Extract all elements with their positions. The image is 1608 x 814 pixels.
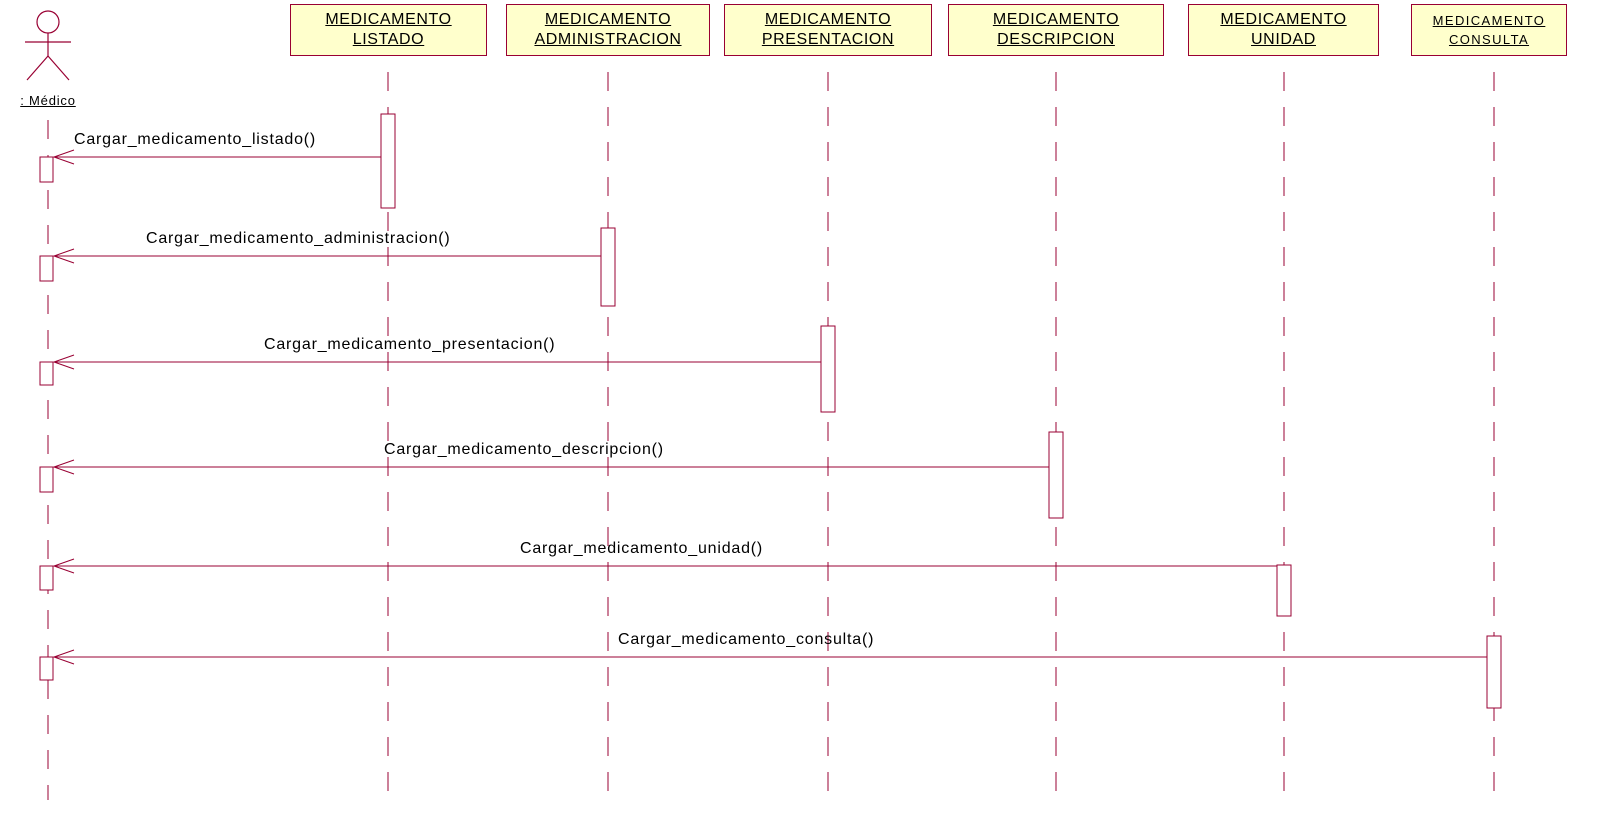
actor-activation-bar: [39, 156, 54, 183]
object-name-line2: UNIDAD: [1251, 31, 1316, 48]
message-arrowhead: [52, 354, 75, 370]
object-activation-bar: [1048, 431, 1064, 519]
actor-activation-bar: [39, 255, 54, 282]
object-name-line1: MEDICAMENTO: [325, 11, 452, 28]
object-name-line1: MEDICAMENTO: [1220, 11, 1347, 28]
actor-activation-bar: [39, 656, 54, 681]
object-activation-bar: [1486, 635, 1502, 709]
object-activation-bar: [600, 227, 616, 307]
object-medicamento-presentacion: MEDICAMENTO PRESENTACION: [724, 4, 932, 56]
actor-activation-bar: [39, 361, 54, 386]
message-label: Cargar_medicamento_consulta(): [618, 631, 874, 648]
message-label: Cargar_medicamento_listado(): [74, 131, 316, 148]
object-name-line2: DESCRIPCION: [997, 31, 1115, 48]
object-medicamento-unidad: MEDICAMENTO UNIDAD: [1188, 4, 1379, 56]
object-activation-bar: [380, 113, 396, 209]
object-name-line1: MEDICAMENTO: [992, 11, 1120, 28]
object-name-line1: MEDICAMENTO: [764, 11, 892, 28]
message-arrowhead: [52, 459, 75, 475]
message-arrowhead: [52, 248, 75, 264]
actor-activation-bar: [39, 466, 54, 493]
message-arrowhead: [52, 558, 75, 574]
message-arrowhead: [52, 149, 75, 165]
object-activation-bar: [820, 325, 836, 413]
actor-activation-bar: [39, 565, 54, 591]
object-name-line2: PRESENTACION: [761, 31, 895, 48]
object-activation-bar: [1276, 564, 1292, 617]
object-medicamento-administracion: MEDICAMENTO ADMINISTRACION: [506, 4, 710, 56]
message-label: Cargar_medicamento_descripcion(): [384, 441, 664, 458]
object-name-line1: MEDICAMENTO: [544, 11, 672, 28]
object-name-line2: LISTADO: [352, 31, 425, 48]
message-label: Cargar_medicamento_presentacion(): [264, 336, 555, 353]
actor-label: : Médico: [20, 93, 76, 108]
object-name-line2: ADMINISTRACION: [534, 31, 682, 48]
message-arrowhead: [52, 649, 75, 665]
object-medicamento-listado: MEDICAMENTO LISTADO: [290, 4, 487, 56]
object-name-line1: MEDICAMENTO: [1432, 13, 1546, 28]
actor-icon: [25, 10, 71, 81]
message-label: Cargar_medicamento_administracion(): [146, 230, 451, 247]
object-medicamento-consulta: MEDICAMENTO CONSULTA: [1411, 4, 1567, 56]
object-medicamento-descripcion: MEDICAMENTO DESCRIPCION: [948, 4, 1164, 56]
object-name-line2: CONSULTA: [1448, 32, 1530, 47]
message-label: Cargar_medicamento_unidad(): [520, 540, 763, 557]
